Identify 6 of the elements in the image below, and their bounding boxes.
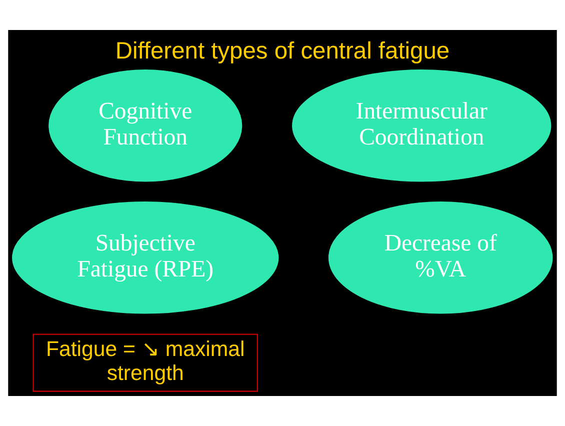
node-ellipse: Intermuscular Coordination — [292, 70, 552, 182]
node-ellipse: Decrease of %VA — [328, 202, 553, 314]
diagram-title: Different types of central fatigue — [115, 38, 450, 64]
node-box: Fatigue = ↘ maximal strength — [32, 334, 258, 392]
node-ellipse: Subjective Fatigue (RPE) — [12, 202, 279, 314]
node-ellipse: Cognitive Function — [48, 70, 242, 182]
